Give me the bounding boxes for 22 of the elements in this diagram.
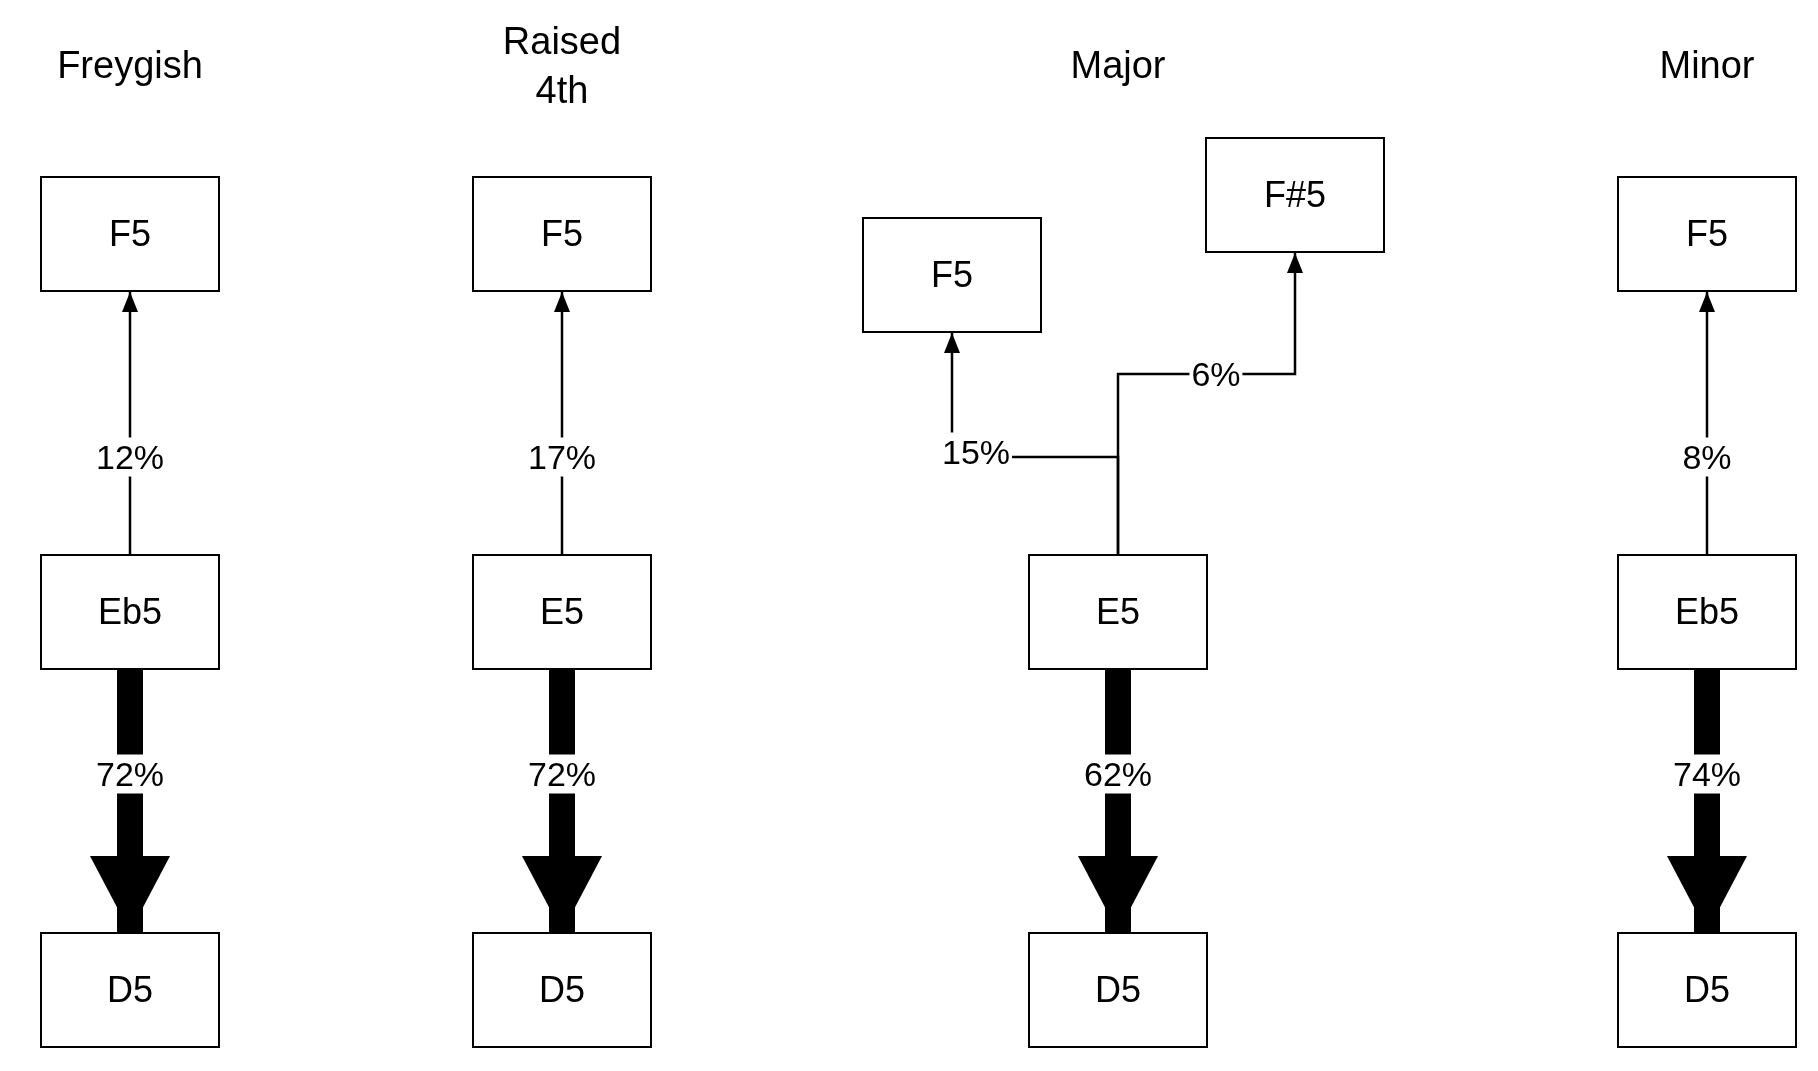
note-box: Eb5 [40, 554, 220, 670]
column-heading: Freygish [56, 43, 204, 89]
note-box: D5 [40, 932, 220, 1048]
note-box: F5 [40, 176, 220, 292]
note-box: E5 [472, 554, 652, 670]
note-box: E5 [1028, 554, 1208, 670]
note-box: D5 [1617, 932, 1797, 1048]
note-box: D5 [472, 932, 652, 1048]
note-box: D5 [1028, 932, 1208, 1048]
arrow [1116, 253, 1303, 554]
note-box: F#5 [1205, 137, 1385, 253]
arrow [90, 670, 170, 932]
note-box: F5 [1617, 176, 1797, 292]
arrow [1078, 670, 1158, 932]
arrow [522, 670, 602, 932]
column-heading: Major [1069, 43, 1167, 89]
column-heading: Minor [1658, 43, 1756, 89]
arrow [1667, 670, 1747, 932]
note-box: Eb5 [1617, 554, 1797, 670]
note-box: F5 [862, 217, 1042, 333]
note-box: F5 [472, 176, 652, 292]
column-heading: Raised 4th [501, 18, 623, 113]
